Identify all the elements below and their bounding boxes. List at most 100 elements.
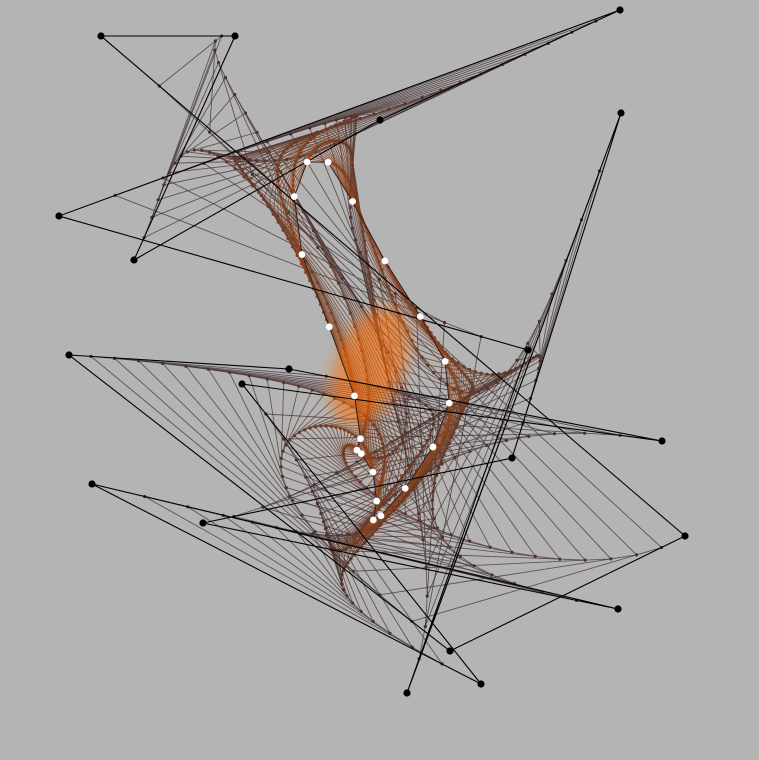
layer-vertex bbox=[280, 197, 284, 201]
layer-vertex bbox=[527, 434, 531, 438]
layer-vertex bbox=[292, 189, 296, 193]
layer-vertex bbox=[323, 526, 328, 531]
layer-vertex bbox=[342, 457, 347, 461]
layer-vertex bbox=[424, 565, 428, 569]
layer-vertex bbox=[504, 438, 508, 443]
layer-vertex bbox=[485, 372, 489, 376]
layer-vertex bbox=[366, 260, 370, 264]
layer-vertex bbox=[330, 139, 334, 143]
layer-vertex bbox=[455, 384, 459, 388]
layer-vertex bbox=[328, 540, 332, 544]
layer-vertex bbox=[430, 498, 435, 502]
layer-vertex bbox=[398, 442, 402, 447]
layer-vertex bbox=[338, 121, 342, 125]
layer-vertex bbox=[192, 148, 196, 152]
layer-vertex bbox=[348, 205, 352, 210]
layer-vertex bbox=[242, 175, 246, 179]
layer-vertex bbox=[438, 377, 442, 381]
layer-vertex bbox=[339, 577, 344, 581]
inner-vertex bbox=[290, 193, 298, 200]
center-glow bbox=[330, 307, 409, 426]
layer-vertex bbox=[371, 298, 376, 302]
layer-vertex bbox=[206, 367, 210, 371]
inner-vertex bbox=[357, 450, 365, 458]
layer-vertex bbox=[420, 355, 424, 359]
layer-vertex bbox=[314, 146, 318, 150]
inner-vertex bbox=[429, 443, 437, 451]
inner-vertex bbox=[377, 512, 385, 520]
layer-vertex bbox=[282, 203, 286, 207]
layer-vertex bbox=[350, 432, 354, 436]
layer-vertex bbox=[349, 469, 353, 474]
layer-vertex bbox=[442, 452, 446, 457]
layer-vertex bbox=[285, 146, 289, 151]
layer-vertex bbox=[379, 479, 383, 484]
layer-vertex bbox=[440, 535, 445, 540]
layer-vertex bbox=[367, 272, 372, 276]
layer-vertex bbox=[349, 116, 353, 121]
layer-vertex bbox=[279, 465, 283, 469]
layer-vertex bbox=[537, 319, 542, 323]
layer-vertex bbox=[456, 388, 460, 392]
layer-vertex bbox=[366, 451, 370, 456]
layer-vertex bbox=[292, 231, 296, 235]
layer-vertex bbox=[403, 430, 407, 434]
layer-vertex bbox=[533, 554, 537, 558]
layer-vertex bbox=[363, 541, 367, 545]
layer-vertex bbox=[294, 238, 299, 242]
layer-vertex bbox=[265, 377, 269, 381]
layer-vertex bbox=[410, 338, 414, 342]
layer-vertex bbox=[421, 538, 425, 542]
layer-vertex bbox=[297, 384, 301, 388]
layer-vertex bbox=[400, 437, 405, 441]
layer-vertex bbox=[334, 118, 338, 122]
layer-vertex bbox=[432, 526, 436, 530]
layer-vertex bbox=[418, 449, 423, 453]
layer-vertex bbox=[321, 520, 326, 524]
layer-vertex bbox=[468, 449, 472, 453]
layer-vertex bbox=[453, 455, 457, 460]
layer-vertex bbox=[415, 455, 419, 459]
layer-vertex bbox=[389, 488, 394, 492]
layer-vertex bbox=[442, 320, 447, 325]
layer-vertex bbox=[282, 381, 286, 385]
layer-vertex bbox=[257, 190, 261, 195]
layer-vertex bbox=[285, 157, 289, 161]
layer-vertex bbox=[296, 155, 300, 159]
layer-vertex bbox=[281, 437, 286, 441]
layer-vertex bbox=[479, 371, 483, 375]
layer-vertex bbox=[322, 141, 326, 145]
outer-vertex bbox=[231, 32, 239, 40]
layer-vertex bbox=[351, 601, 355, 605]
glow-halo bbox=[330, 307, 409, 426]
layer-vertex bbox=[432, 417, 436, 422]
layer-vertex bbox=[356, 549, 360, 553]
outer-vertex bbox=[88, 480, 96, 488]
layer-vertex bbox=[431, 489, 435, 494]
layer-vertex bbox=[393, 302, 397, 306]
layer-vertex bbox=[279, 190, 283, 195]
outer-vertex bbox=[616, 6, 624, 14]
layer-vertex bbox=[458, 395, 462, 399]
layer-vertex bbox=[167, 170, 171, 175]
layer-vertex bbox=[362, 239, 367, 243]
layer-vertex bbox=[346, 465, 350, 469]
layer-vertex bbox=[361, 229, 365, 234]
layer-vertex bbox=[359, 536, 363, 541]
layer-vertex bbox=[450, 372, 454, 376]
layer-vertex bbox=[336, 281, 341, 285]
inner-vertex bbox=[373, 497, 381, 505]
layer-vertex bbox=[381, 446, 385, 451]
layer-vertex bbox=[459, 406, 463, 410]
layer-vertex bbox=[448, 368, 452, 372]
layer-vertex bbox=[308, 126, 312, 130]
inner-vertex bbox=[445, 399, 453, 407]
layer-vertex bbox=[379, 437, 383, 441]
layer-vertex bbox=[558, 557, 562, 561]
layer-vertex bbox=[485, 443, 489, 448]
layer-vertex bbox=[473, 370, 477, 374]
layer-vertex bbox=[347, 545, 351, 549]
layer-vertex bbox=[284, 210, 288, 214]
layer-vertex bbox=[279, 456, 283, 460]
